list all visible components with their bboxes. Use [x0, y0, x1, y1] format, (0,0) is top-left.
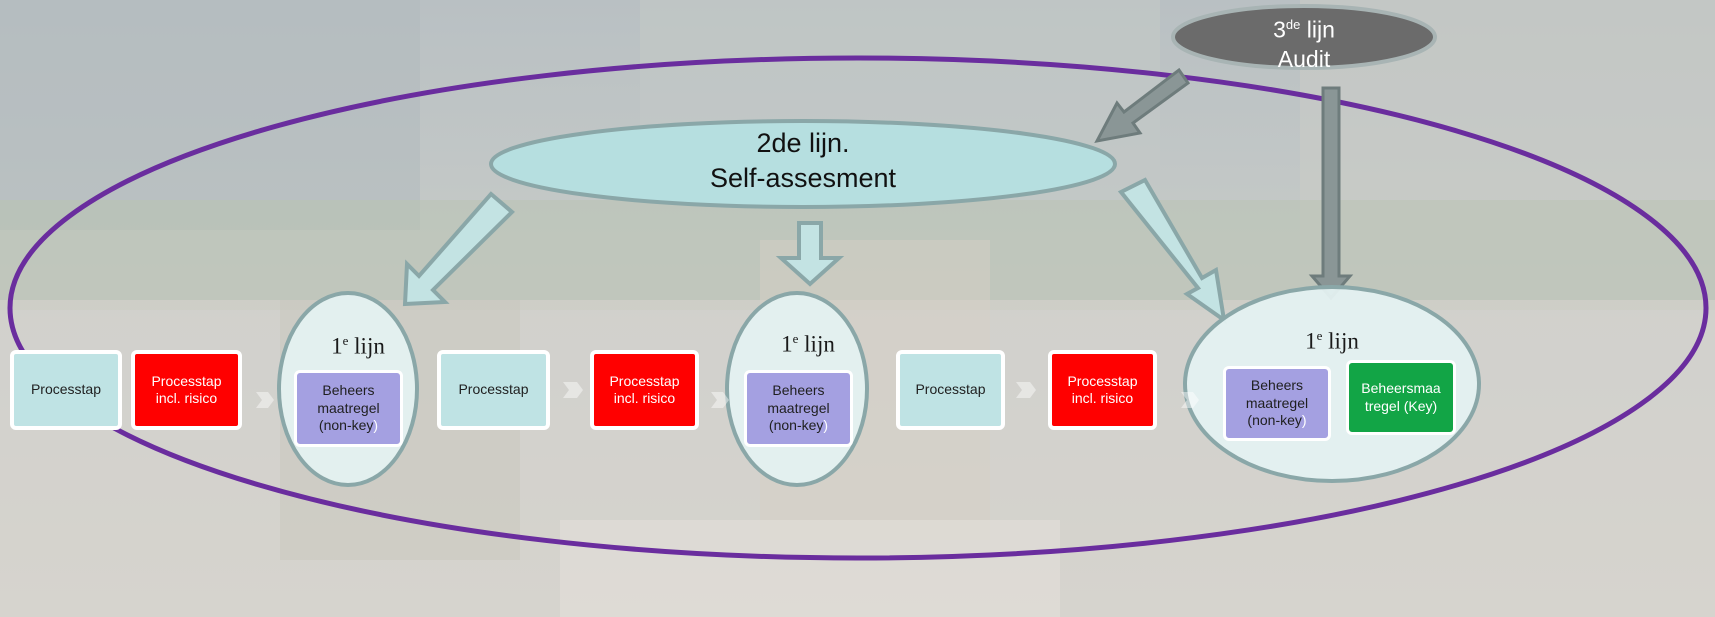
- third-line-label: 3de lijn Audit: [1204, 10, 1404, 74]
- second-line-subtitle: Self-assesment: [709, 163, 897, 193]
- arrow-2nd-to-1st-left: [402, 191, 515, 307]
- third-line-oval: [1171, 4, 1437, 70]
- process-step-1: Processtap: [10, 350, 122, 430]
- first-line-title-left: 1e lijn: [331, 333, 385, 359]
- arrow-2nd-to-1st-middle: [775, 221, 845, 287]
- second-line-title: 2de lijn.: [756, 128, 850, 158]
- process-step-2: Processtap: [437, 350, 550, 430]
- outer-organization-ellipse: [7, 55, 1709, 561]
- process-step-label: Processtap: [915, 381, 986, 398]
- second-line-label: 2de lijn. Self-assesment: [603, 126, 1003, 196]
- third-line-title: 3de lijn: [1273, 16, 1335, 43]
- flow-chevron: [711, 392, 729, 408]
- process-step-label: Processtap: [458, 381, 529, 398]
- arrow-audit-to-2nd: [1094, 67, 1191, 144]
- flow-chevron: [1181, 392, 1199, 408]
- flow-chevron: [1016, 382, 1036, 398]
- arrow-2nd-to-1st-right: [1117, 177, 1227, 325]
- process-step-label: Processtap: [30, 381, 102, 398]
- flow-chevron: [563, 382, 583, 398]
- third-line-audit: Audit: [1277, 45, 1331, 72]
- second-line-oval: [489, 119, 1117, 209]
- first-line-title-middle: 1e lijn: [781, 331, 835, 357]
- flow-chevron: [256, 392, 274, 408]
- first-line-title-right: 1e lijn: [1305, 328, 1359, 354]
- process-step-3: Processtap: [896, 350, 1005, 430]
